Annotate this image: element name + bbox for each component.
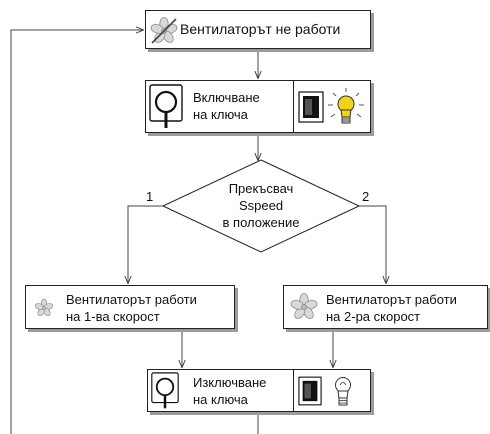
branch-label-1: 1 [146, 189, 154, 204]
node-speed2-line1: Вентилаторът работи [326, 292, 457, 307]
fan-off-icon [150, 17, 178, 44]
node-key-off-line2: на ключа [193, 392, 248, 407]
node-speed2: Вентилаторът работи на 2-ра скорост [283, 285, 488, 329]
node-fan-off: Вентилаторът не работи [145, 10, 371, 49]
node-speed1-line2: на 1-ва скорост [66, 309, 160, 324]
node-key-off-line1: Изключване [193, 375, 267, 390]
node-key-on-line1: Включване [193, 90, 260, 105]
node-speed1-line1: Вентилаторът работи [66, 292, 197, 307]
key-on-icon-divider [293, 81, 294, 132]
node-key-on-line2: на ключа [193, 107, 248, 122]
arrow-decision-to-speed1 [128, 205, 163, 283]
ignition-key-icon [149, 84, 183, 128]
fan-icon [290, 293, 318, 319]
decision-diamond [161, 159, 361, 253]
switch-icon [298, 376, 322, 406]
node-fan-off-label: Вентилаторът не работи [180, 21, 341, 37]
decision-line2: Sspeed [238, 198, 284, 213]
node-speed1: Вентилаторът работи на 1-ва скорост [25, 285, 235, 329]
node-key-off: Изключване на ключа [147, 369, 371, 412]
branch-label-2: 2 [362, 189, 370, 204]
decision-line3: в положение [222, 215, 300, 230]
ignition-key-icon [151, 372, 179, 409]
arrow-loop-back [10, 30, 143, 434]
switch-icon [298, 91, 324, 123]
key-off-icon-divider [293, 370, 294, 411]
arrow-decision-to-speed2 [353, 205, 386, 283]
node-key-on: Включване на ключа [145, 80, 371, 133]
lamp-on-icon [328, 88, 364, 124]
fan-icon [35, 298, 53, 316]
node-speed2-line2: на 2-ра скорост [326, 309, 421, 324]
decision-line1: Прекъсвач [228, 181, 294, 196]
lamp-off-icon [335, 377, 351, 406]
